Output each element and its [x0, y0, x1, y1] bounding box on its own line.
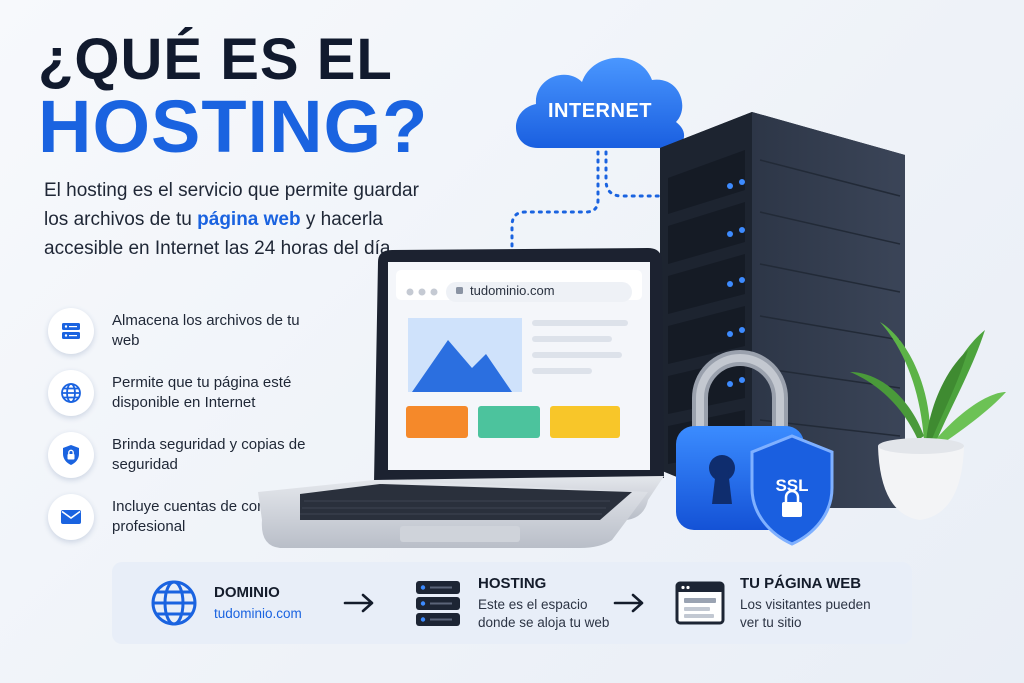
flow-step-desc: Los visitantes pueden ver tu sitio: [740, 596, 871, 630]
flow-step-desc: Este es el espacio donde se aloja tu web: [478, 596, 610, 630]
shield-lock-icon: [48, 432, 94, 478]
browser-url: tudominio.com: [470, 283, 555, 298]
intro-text-before: El hosting es el servicio que permite gu…: [44, 180, 419, 230]
server-icon: [48, 308, 94, 354]
flow-step-desc: tudominio.com: [214, 605, 302, 621]
feature-list: Almacena los archivos de tu web Permite …: [48, 300, 348, 548]
cloud-label: INTERNET: [548, 100, 652, 122]
mail-icon: [48, 494, 94, 540]
page-title-line1: ¿QUÉ ES EL: [38, 27, 393, 92]
page-title-line2: HOSTING?: [38, 85, 429, 168]
server-icon: [412, 577, 464, 629]
browser-window-icon: [674, 577, 726, 629]
flow-step-domain: DOMINIO tudominio.com: [148, 562, 302, 644]
ssl-label: SSL: [775, 476, 809, 495]
intro-text-after: y hacerla accesible en Internet las 24 h…: [44, 209, 396, 259]
feature-item: Almacena los archivos de tu web: [48, 300, 348, 362]
feature-item: Incluye cuentas de correo profesional: [48, 486, 348, 548]
feature-item: Permite que tu página esté disponible en…: [48, 362, 348, 424]
intro-highlight: página web: [197, 209, 301, 230]
flow-step-website: TU PÁGINA WEB Los visitantes pueden ver …: [674, 562, 880, 644]
flow-step-title: HOSTING: [478, 574, 547, 592]
feature-text: Almacena los archivos de tu web: [112, 312, 300, 349]
plant-decoration: [850, 322, 1006, 520]
intro-paragraph: El hosting es el servicio que permite gu…: [44, 176, 444, 263]
hosting-flow-bar: DOMINIO tudominio.com HOSTING Este es el…: [112, 562, 912, 644]
flow-step-hosting: HOSTING Este es el espacio donde se aloj…: [412, 562, 628, 644]
feature-text: Permite que tu página esté disponible en…: [112, 374, 292, 411]
flow-step-title: TU PÁGINA WEB: [740, 574, 862, 592]
arrow-right-icon: [343, 593, 374, 613]
arrow-right-icon: [613, 593, 644, 613]
feature-item: Brinda seguridad y copias de seguridad: [48, 424, 348, 486]
padlock-icon: [676, 350, 804, 530]
feature-text: Brinda seguridad y copias de seguridad: [112, 436, 306, 473]
globe-icon: [148, 577, 200, 629]
globe-icon: [48, 370, 94, 416]
connection-line: [510, 150, 664, 252]
server-tower: [660, 112, 905, 508]
feature-text: Incluye cuentas de correo profesional: [112, 498, 284, 535]
flow-step-title: DOMINIO: [214, 583, 280, 601]
